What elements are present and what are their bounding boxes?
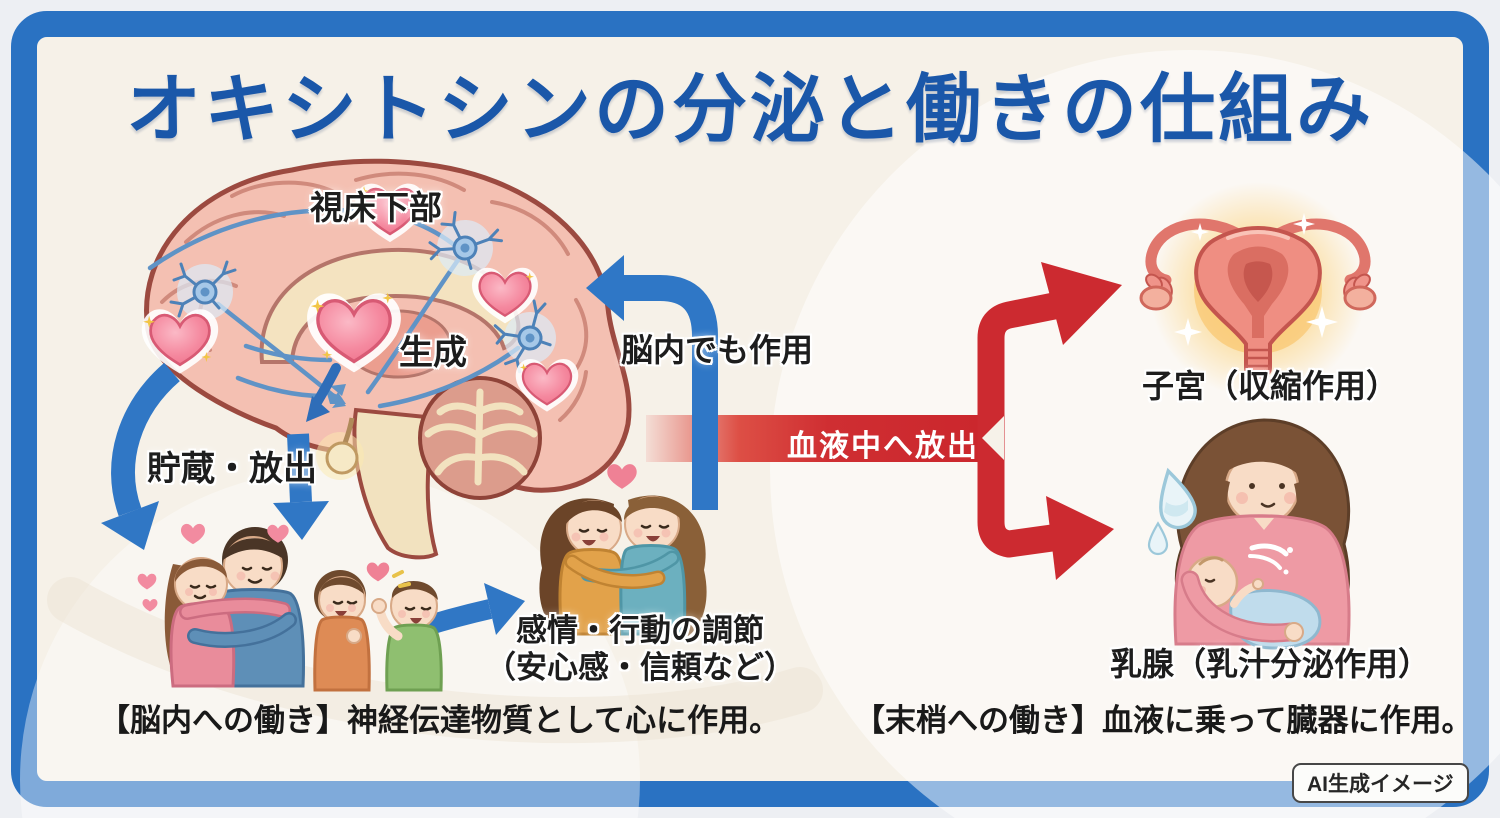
mammary-arrow (1046, 496, 1114, 580)
emotion-line1: 感情・行動の調節 (516, 613, 764, 648)
brain-feedback-arrow (586, 255, 718, 510)
heart-icon (607, 464, 637, 489)
milk-drop-icon (1147, 465, 1201, 556)
women-hug-illustration (539, 464, 707, 636)
pituitary-down-arrow (273, 433, 329, 540)
emotion-regulation-label: 感情・行動の調節 （安心感・信頼など） (440, 612, 840, 686)
blood-release-label: 血液中へ放出 (787, 430, 979, 463)
mammary-label: 乳腺（乳汁分泌作用） (1109, 646, 1430, 682)
emotion-line2: （安心感・信頼など） (485, 650, 795, 685)
process-arrows (101, 255, 718, 640)
page-title: オキシトシンの分泌と働きの仕組み (125, 67, 1374, 151)
uterus-icon (1139, 182, 1377, 398)
pituitary-gland (316, 417, 364, 480)
uterus-arrow (1041, 262, 1122, 345)
cerebellum (418, 376, 542, 500)
neuron-icon (169, 210, 556, 374)
peripheral-effect-footnote: 【末梢への働き】血液に乗って臓器に作用。 (854, 703, 1473, 738)
uterus-label: 子宮（収縮作用） (1141, 368, 1398, 404)
brain-action-label: 脳内でも作用 (621, 332, 814, 368)
storage-release-label: 貯蔵・放出 (147, 450, 317, 488)
production-to-pituitary-arrow (306, 363, 341, 422)
family-hug-illustration (137, 523, 305, 688)
ai-generated-badge: AI生成イメージ (1292, 763, 1469, 803)
milk-spray (1248, 543, 1293, 575)
confetti (392, 570, 411, 588)
axon-arrowheads (326, 384, 346, 408)
kids-illustration (313, 562, 443, 692)
brain-effect-footnote: 【脳内への働き】神経伝達物質として心に作用。 (99, 703, 781, 738)
mother-baby-illustration (1147, 418, 1351, 650)
brain-illustration (141, 158, 632, 560)
storage-release-arrow (101, 362, 181, 550)
hypothalamus-label: 視床下部 (310, 189, 442, 226)
production-label: 生成 (399, 334, 467, 372)
